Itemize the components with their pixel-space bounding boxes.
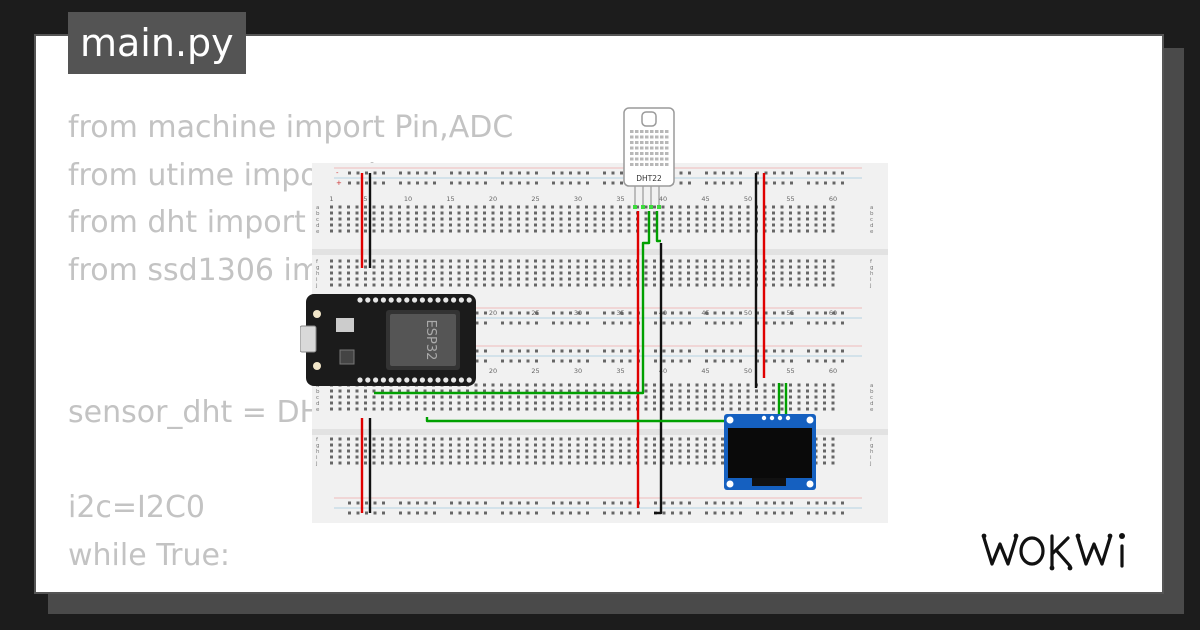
row-letter: j	[869, 461, 872, 467]
row-letter: c	[316, 395, 319, 401]
row-letter: d	[870, 223, 874, 229]
column-number: 35	[616, 367, 624, 375]
column-number: 25	[531, 195, 539, 203]
row-letter: g	[316, 443, 320, 449]
row-letter: f	[870, 437, 873, 443]
wire-green[interactable]	[425, 383, 788, 423]
chip-icon	[339, 349, 355, 365]
row-letter: h	[870, 271, 874, 277]
column-number: 35	[616, 195, 624, 203]
column-number: 25	[531, 367, 539, 375]
column-number: 35	[616, 309, 624, 317]
column-number: 50	[744, 195, 752, 203]
dht22-sensor[interactable]: DHT22	[622, 106, 676, 210]
row-letter: b	[870, 211, 874, 217]
row-letter: f	[316, 437, 319, 443]
row-letter: b	[316, 389, 320, 395]
row-letter: j	[315, 283, 318, 289]
column-number: 45	[701, 367, 709, 375]
row-letter: g	[870, 443, 874, 449]
column-number: 25	[531, 309, 539, 317]
row-letter: a	[316, 205, 319, 211]
row-letter: i	[316, 277, 318, 283]
row-letter: b	[870, 389, 874, 395]
wire-green[interactable]	[655, 211, 661, 243]
wire-black[interactable]	[654, 243, 663, 515]
column-number: 20	[489, 367, 497, 375]
row-letter: a	[870, 383, 873, 389]
esp32-board[interactable]: ESP32	[300, 292, 480, 388]
file-tab[interactable]: main.py	[68, 12, 246, 74]
wokwi-logo	[978, 524, 1148, 576]
row-letter: f	[870, 259, 873, 265]
column-number: 45	[701, 195, 709, 203]
column-number: 60	[829, 195, 837, 203]
column-number: 40	[659, 195, 667, 203]
wire-green[interactable]	[374, 211, 651, 395]
column-number: 45	[701, 309, 709, 317]
row-letter: e	[316, 407, 320, 413]
column-number: 30	[574, 309, 582, 317]
dht22-label: DHT22	[636, 174, 662, 183]
column-number: 60	[829, 367, 837, 375]
rail-sign: -	[336, 169, 339, 177]
column-number: 10	[404, 195, 412, 203]
row-letter: g	[316, 265, 320, 271]
esp32-label: ESP32	[423, 320, 438, 361]
row-letter: i	[870, 277, 872, 283]
row-letter: e	[870, 229, 874, 235]
row-letter: g	[870, 265, 874, 271]
oled-screen-icon	[728, 428, 812, 478]
column-number: 55	[786, 367, 794, 375]
column-number: 30	[574, 367, 582, 375]
row-letter: i	[870, 455, 872, 461]
code-line: i2c=I2C0	[68, 490, 206, 525]
column-number: 50	[744, 367, 752, 375]
column-number: 40	[659, 309, 667, 317]
row-letter: c	[316, 217, 319, 223]
code-line: from machine import Pin,ADC	[68, 110, 514, 145]
row-letter: e	[316, 229, 320, 235]
column-number: 60	[829, 309, 837, 317]
row-letter: c	[870, 217, 873, 223]
code-line: while True:	[68, 537, 231, 573]
row-letter: d	[316, 401, 320, 407]
row-letter: j	[315, 461, 318, 467]
usb-port-icon	[300, 325, 317, 353]
column-number: 20	[489, 309, 497, 317]
row-letter: d	[316, 223, 320, 229]
row-letter: c	[870, 395, 873, 401]
row-letter: b	[316, 211, 320, 217]
rail-sign: +	[336, 179, 342, 187]
column-number: 50	[744, 309, 752, 317]
column-number: 30	[574, 195, 582, 203]
row-letter: a	[870, 205, 873, 211]
oled-display[interactable]	[722, 412, 818, 492]
row-letter: i	[316, 455, 318, 461]
column-number: 40	[659, 367, 667, 375]
row-letter: h	[870, 449, 874, 455]
column-number: 20	[489, 195, 497, 203]
row-letter: h	[316, 271, 320, 277]
column-number: 55	[786, 309, 794, 317]
row-letter: j	[869, 283, 872, 289]
row-letter: h	[316, 449, 320, 455]
row-letter: f	[316, 259, 319, 265]
column-number: 1	[329, 195, 333, 203]
column-number: 5	[363, 195, 367, 203]
row-letter: d	[870, 401, 874, 407]
row-letter: e	[870, 407, 874, 413]
column-number: 15	[446, 195, 454, 203]
column-number: 55	[786, 195, 794, 203]
